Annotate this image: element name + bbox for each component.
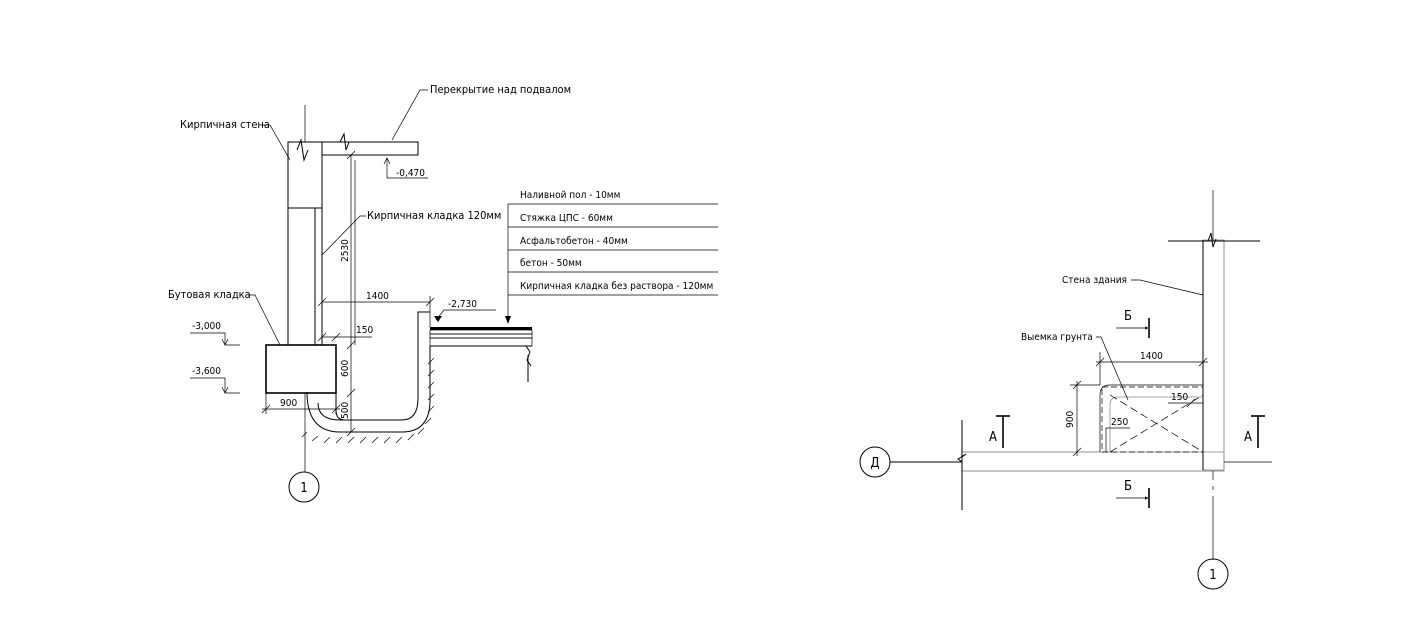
excavation-leader: Выемка грунта: [1021, 332, 1129, 401]
section-mark-a-left: А: [989, 415, 1010, 448]
dim-2530: 2530: [340, 150, 356, 350]
horizontal-wall: [890, 420, 1272, 510]
section-a-left-label: А: [989, 430, 997, 445]
level-slab: -0,470: [383, 157, 428, 179]
excavation-area: [1099, 384, 1204, 453]
plan-axis-1: 1: [1197, 471, 1229, 590]
rubble-leader: Бутовая кладка: [168, 288, 281, 346]
floor-layer-3: Асфальтобетон - 40мм: [520, 235, 628, 247]
section-mark-b-top: Б: [1116, 309, 1150, 338]
floor-layer-1: Наливной пол - 10мм: [520, 190, 620, 201]
level-slab-value: -0,470: [396, 168, 425, 179]
dim-150: 150: [317, 325, 373, 342]
plan-dim-1400: 1400: [1095, 351, 1208, 385]
level-footing-top-value: -3,000: [192, 321, 221, 332]
level-footing-bottom-value: -3,600: [192, 366, 221, 377]
axis-label: 1: [300, 481, 307, 496]
floor-layers: [429, 327, 533, 382]
section-b-top-label: Б: [1124, 309, 1132, 324]
axis-1-section: 1: [288, 393, 320, 503]
plan-dim-250-value: 250: [1111, 417, 1128, 428]
dim-2530-value: 2530: [340, 239, 351, 262]
level-floor: -2,730: [434, 299, 496, 322]
brick-masonry-leader: Кирпичная кладка 120мм: [321, 209, 501, 256]
plan-dim-900: 900: [1065, 380, 1100, 457]
rubble-wall: [287, 207, 316, 346]
floor-layer-5: Кирпичная кладка без раствора - 120мм: [520, 280, 713, 292]
dim-600-value: 600: [340, 360, 351, 377]
building-wall: [1168, 190, 1260, 471]
brick-wall-label: Кирпичная стена: [180, 118, 270, 131]
level-footing-bottom: -3,600: [190, 366, 240, 394]
brick-masonry-strip: [314, 207, 323, 346]
building-wall-label: Стена здания: [1062, 275, 1127, 286]
brick-masonry-label: Кирпичная кладка 120мм: [367, 209, 501, 222]
section-b-bottom-label: Б: [1124, 479, 1132, 494]
floor-layer-2: Стяжка ЦПС - 60мм: [520, 213, 613, 224]
section-mark-b-bottom: Б: [1116, 479, 1150, 508]
dim-900: 900: [261, 393, 341, 414]
plan-axis-d-label: Д: [870, 456, 879, 471]
level-footing-top: -3,000: [190, 321, 240, 346]
rubble-label: Бутовая кладка: [168, 288, 251, 301]
plan-dim-150-value: 150: [1171, 392, 1188, 403]
dim-1400-value: 1400: [366, 291, 389, 302]
plan-dim-250: 250: [1105, 417, 1130, 452]
slab: [321, 132, 419, 156]
dim-1400: 1400: [317, 291, 435, 327]
rubble-footing: [265, 344, 337, 394]
excavation-label: Выемка грунта: [1021, 332, 1093, 343]
slab-leader: Перекрытие над подвалом: [391, 83, 571, 141]
brick-wall: [287, 105, 323, 345]
plan-view: 1400 900 150 250 Стена здания Выемка гру…: [859, 190, 1272, 590]
dim-500: 500: [340, 393, 356, 437]
plan-dim-900-value: 900: [1065, 411, 1076, 428]
building-wall-leader: Стена здания: [1062, 275, 1204, 296]
dim-900-value: 900: [280, 398, 297, 409]
dim-150-value: 150: [356, 325, 373, 336]
plan-axis-d: Д: [859, 446, 891, 478]
dim-500-value: 500: [340, 402, 351, 419]
plan-axis-1-label: 1: [1209, 568, 1216, 583]
plan-dim-1400-value: 1400: [1140, 351, 1163, 362]
floor-layer-4: бетон - 50мм: [520, 257, 582, 269]
section-a-right-label: А: [1244, 430, 1252, 445]
slab-label: Перекрытие над подвалом: [430, 83, 571, 96]
dim-600: 600: [340, 345, 356, 398]
plan-dim-150: 150: [1168, 392, 1203, 408]
section-mark-a-right: А: [1244, 415, 1265, 448]
section-view: 1 Перекрытие над подвалом Кирпичная стен…: [168, 83, 718, 503]
brick-wall-leader: Кирпичная стена: [180, 118, 291, 161]
floor-layer-callout: Наливной пол - 10мм Стяжка ЦПС - 60мм Ас…: [505, 190, 718, 324]
level-floor-value: -2,730: [448, 299, 477, 310]
